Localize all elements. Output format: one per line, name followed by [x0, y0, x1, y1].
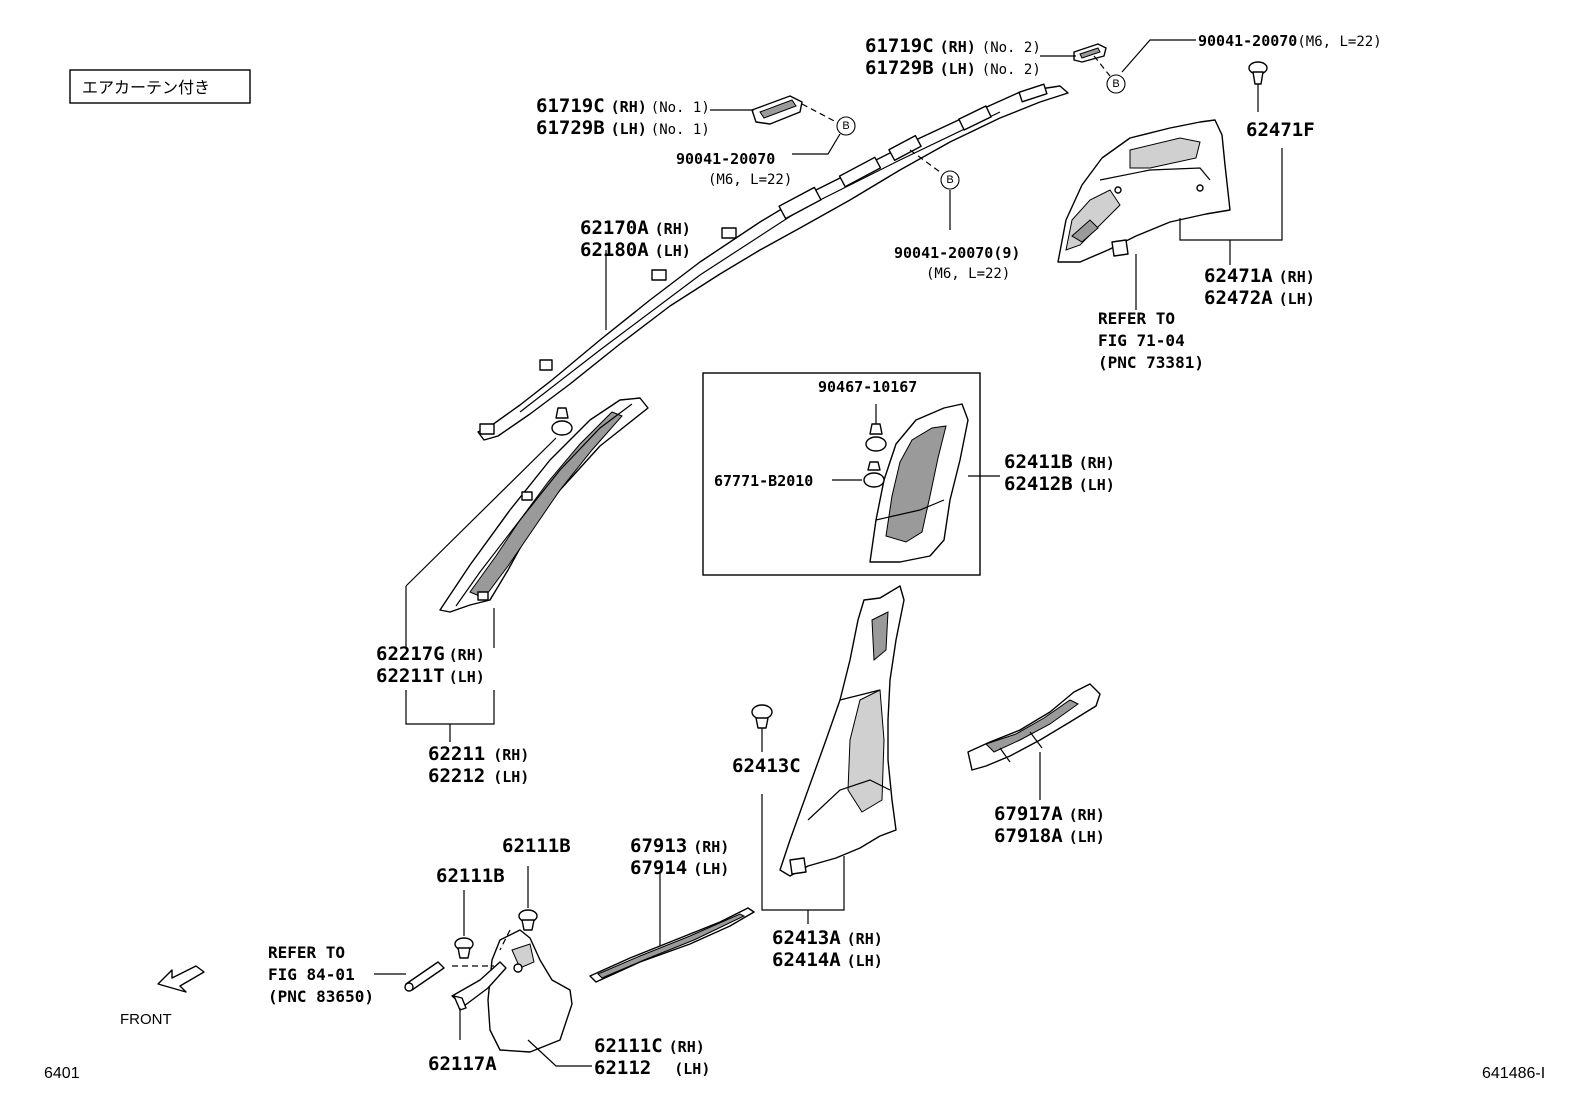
quarter-trim-upper-drawing	[1057, 119, 1231, 263]
svg-text:62212(LH): 62212(LH)	[428, 765, 529, 787]
svg-text:62117A: 62117A	[428, 1053, 497, 1075]
svg-text:61729B(LH)(No. 1): 61729B(LH)(No. 1)	[536, 117, 710, 139]
svg-text:62471A(RH): 62471A(RH)	[1204, 265, 1315, 287]
svg-text:62111B: 62111B	[502, 835, 571, 857]
clip-67771-drawing	[863, 461, 885, 488]
bracket-no1-drawing	[751, 95, 803, 125]
front-pillar-clip-drawing	[551, 407, 573, 436]
callout-90467: 90467-10167	[818, 378, 917, 396]
callout-refer-fig-71: REFER TO FIG 71-04 (PNC 73381)	[1098, 309, 1204, 372]
callout-62211: 62211(RH) 62212(LH)	[428, 743, 529, 787]
svg-text:B: B	[1112, 78, 1119, 90]
callout-refer-fig-84: REFER TO FIG 84-01 (PNC 83650)	[268, 943, 374, 1006]
clip-62111b-left-drawing	[454, 937, 474, 959]
center-pillar-upper-drawing	[869, 403, 969, 563]
svg-text:67771-B2010: 67771-B2010	[714, 472, 813, 490]
callout-61719c-no2: 61719C(RH)(No. 2) 61729B(LH)(No. 2)	[865, 35, 1041, 79]
svg-text:62111C(RH): 62111C(RH)	[594, 1035, 705, 1057]
svg-text:67914(LH): 67914(LH)	[630, 857, 729, 879]
rear-scuff-plate-drawing	[967, 683, 1101, 771]
svg-text:(PNC 83650): (PNC 83650)	[268, 987, 374, 1006]
callout-62413a: 62413A(RH) 62414A(LH)	[772, 927, 883, 971]
svg-text:62472A(LH): 62472A(LH)	[1204, 287, 1315, 309]
svg-text:61729B(LH)(No. 2): 61729B(LH)(No. 2)	[865, 57, 1041, 79]
clip-62413c-drawing	[751, 704, 773, 729]
callout-67917a: 67917A(RH) 67918A(LH)	[994, 803, 1105, 847]
svg-text:REFER TO: REFER TO	[1098, 309, 1175, 328]
bracket-62117a-drawing	[451, 961, 507, 1011]
svg-text:62180A(LH): 62180A(LH)	[580, 239, 691, 261]
svg-text:(M6, L=22): (M6, L=22)	[708, 172, 792, 188]
cowl-side-trim-drawing	[487, 929, 573, 1053]
leader-lines	[374, 39, 1283, 1067]
callout-62170a: 62170A(RH) 62180A(LH)	[580, 217, 691, 261]
svg-text:62414A(LH): 62414A(LH)	[772, 949, 883, 971]
header-label: エアカーテン付き	[82, 78, 210, 97]
callout-61719c-no1: 61719C(RH)(No. 1) 61729B(LH)(No. 1)	[536, 95, 710, 139]
svg-text:62411B(RH): 62411B(RH)	[1004, 451, 1115, 473]
wire-grommet-drawing	[404, 961, 445, 992]
svg-text:(PNC 73381): (PNC 73381)	[1098, 353, 1204, 372]
svg-text:(M6, L=22): (M6, L=22)	[926, 266, 1010, 282]
callout-67771: 67771-B2010	[714, 472, 813, 490]
bracket-no2-drawing	[1073, 43, 1107, 63]
callout-62413c: 62413C	[732, 755, 801, 777]
front-pillar-trim-drawing	[439, 397, 649, 613]
svg-text:62170A(RH): 62170A(RH)	[580, 217, 691, 239]
svg-text:FIG 71-04: FIG 71-04	[1098, 331, 1185, 350]
clip-62471f-drawing	[1248, 61, 1268, 85]
front-arrow-icon	[157, 965, 205, 993]
callout-62471a: 62471A(RH) 62472A(LH)	[1204, 265, 1315, 309]
badge-b-top: B	[1106, 74, 1126, 94]
callout-62471f: 62471F	[1246, 119, 1315, 141]
svg-text:67917A(RH): 67917A(RH)	[994, 803, 1105, 825]
clip-62111b-right-drawing	[518, 909, 538, 931]
svg-text:62413A(RH): 62413A(RH)	[772, 927, 883, 949]
front-label: FRONT	[120, 1011, 172, 1028]
svg-text:B: B	[842, 120, 849, 132]
svg-text:67913(RH): 67913(RH)	[630, 835, 729, 857]
air-curtain-rail-drawing	[477, 83, 1069, 441]
svg-text:90041-20070: 90041-20070	[676, 150, 775, 168]
callout-62111c: 62111C(RH) 62112 (LH)	[594, 1035, 710, 1079]
footer-right-code: 641486-I	[1482, 1065, 1545, 1082]
badge-b-mid: B	[836, 116, 856, 136]
badge-b-low: B	[940, 170, 960, 190]
callout-62411b: 62411B(RH) 62412B(LH)	[1004, 451, 1115, 495]
svg-text:B: B	[946, 174, 953, 186]
svg-text:62112 (LH): 62112 (LH)	[594, 1057, 710, 1079]
svg-text:FIG 84-01: FIG 84-01	[268, 965, 355, 984]
svg-text:90041-20070(9): 90041-20070(9)	[894, 244, 1020, 262]
callout-62117a: 62117A	[428, 1053, 497, 1075]
callout-62111b-lower: 62111B	[436, 865, 505, 887]
svg-text:REFER TO: REFER TO	[268, 943, 345, 962]
callout-90041-mid: 90041-20070 (M6, L=22)	[676, 150, 792, 188]
svg-text:62471F: 62471F	[1246, 119, 1315, 141]
callout-90041-top: 90041-20070(M6, L=22)	[1198, 32, 1382, 50]
svg-text:90041-20070(M6, L=22): 90041-20070(M6, L=22)	[1198, 32, 1382, 50]
callout-67913: 67913(RH) 67914(LH)	[630, 835, 729, 879]
svg-text:62111B: 62111B	[436, 865, 505, 887]
callout-90041-9: 90041-20070(9) (M6, L=22)	[894, 244, 1020, 282]
svg-text:62217G(RH): 62217G(RH)	[376, 643, 485, 665]
svg-text:62211(RH): 62211(RH)	[428, 743, 529, 765]
inset-frame	[702, 372, 981, 576]
svg-text:90467-10167: 90467-10167	[818, 378, 917, 396]
center-pillar-lower-drawing	[779, 585, 905, 877]
svg-text:62211T(LH): 62211T(LH)	[376, 665, 485, 687]
callout-62111b-upper: 62111B	[502, 835, 571, 857]
footer-left-code: 6401	[44, 1065, 80, 1082]
callout-62217g: 62217G(RH) 62211T(LH)	[376, 643, 485, 687]
svg-text:61719C(RH)(No. 1): 61719C(RH)(No. 1)	[536, 95, 710, 117]
svg-text:67918A(LH): 67918A(LH)	[994, 825, 1105, 847]
svg-text:62413C: 62413C	[732, 755, 801, 777]
header-label-box: エアカーテン付き	[69, 69, 251, 104]
front-scuff-plate-drawing	[589, 907, 755, 983]
svg-text:62412B(LH): 62412B(LH)	[1004, 473, 1115, 495]
svg-text:61719C(RH)(No. 2): 61719C(RH)(No. 2)	[865, 35, 1041, 57]
clip-90467-drawing	[865, 423, 887, 452]
